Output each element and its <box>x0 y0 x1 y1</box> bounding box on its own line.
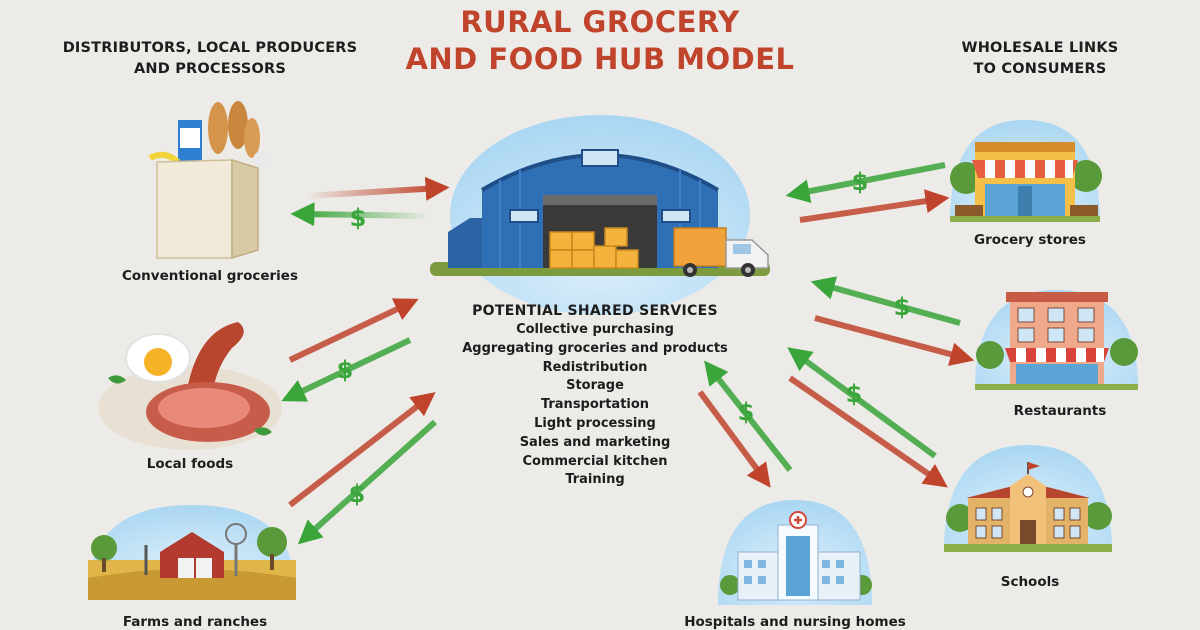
title-line-2: AND FOOD HUB MODEL <box>405 42 795 76</box>
money-arrow <box>281 337 412 402</box>
consumers-heading-line-2: TO CONSUMERS <box>973 61 1107 77</box>
storefront-icon <box>950 120 1102 222</box>
consumer-label-restaurants: Restaurants <box>1013 403 1107 419</box>
service-item: Sales and marketing <box>519 434 671 450</box>
shared-services-list: Collective purchasing Aggregating grocer… <box>420 321 770 490</box>
consumer-label-hospitals-and-nursing-homes: Hospitals and nursing homes <box>684 614 906 630</box>
title-line-1: RURAL GROCERY <box>460 5 740 39</box>
supplier-label-farms-and-ranches: Farms and ranches <box>122 614 268 630</box>
goods-arrow <box>788 375 948 488</box>
goods-arrow <box>304 176 450 201</box>
money-arrow <box>785 162 946 204</box>
service-item: Commercial kitchen <box>522 453 668 469</box>
farm-barn-icon <box>88 505 296 600</box>
dollar-icon: $ <box>738 398 755 426</box>
warehouse-icon <box>430 115 770 315</box>
service-item: Storage <box>566 378 624 394</box>
dollar-icon: $ <box>846 380 863 408</box>
service-item: Light processing <box>534 415 656 431</box>
goods-arrow <box>288 392 436 508</box>
money-symbols: $ $ $ $ $ $ $ <box>337 168 911 508</box>
money-arrow <box>290 202 431 227</box>
service-item: Transportation <box>540 397 650 413</box>
suppliers-heading-line-1: DISTRIBUTORS, LOCAL PRODUCERS <box>62 40 358 56</box>
consumer-label-grocery-stores: Grocery stores <box>974 232 1086 248</box>
dollar-icon: $ <box>894 293 911 321</box>
consumers-heading-line-1: WHOLESALE LINKS <box>961 40 1119 56</box>
supplier-label-local-foods: Local foods <box>146 456 234 472</box>
goods-arrow <box>814 315 975 366</box>
restaurant-icon <box>975 290 1138 390</box>
shared-services-title: POTENTIAL SHARED SERVICES <box>472 303 718 319</box>
hospital-icon <box>718 500 872 605</box>
consumers-heading: WHOLESALE LINKS TO CONSUMERS <box>920 38 1160 80</box>
money-arrow <box>810 276 961 326</box>
service-item: Redistribution <box>542 359 648 375</box>
shared-services-panel: POTENTIAL SHARED SERVICES Collective pur… <box>420 302 770 490</box>
money-arrow <box>704 360 793 472</box>
goods-arrow <box>799 189 950 223</box>
meat-and-egg-icon <box>98 322 282 450</box>
supplier-label-conventional-groceries: Conventional groceries <box>122 268 298 284</box>
goods-arrow <box>697 390 771 488</box>
dollar-icon: $ <box>337 356 354 384</box>
dollar-icon: $ <box>852 168 869 196</box>
goods-arrow <box>288 298 419 363</box>
diagram-title: RURAL GROCERY AND FOOD HUB MODEL <box>300 4 900 78</box>
suppliers-heading-line-2: AND PROCESSORS <box>133 61 287 77</box>
dollar-icon: $ <box>349 480 366 508</box>
delivery-truck-icon <box>673 227 769 277</box>
suppliers-heading: DISTRIBUTORS, LOCAL PRODUCERS AND PROCES… <box>40 38 380 80</box>
service-item: Collective purchasing <box>516 322 674 337</box>
flow-arrows <box>281 162 975 545</box>
dollar-icon: $ <box>350 204 367 232</box>
consumer-label-schools: Schools <box>1000 574 1060 590</box>
service-item: Training <box>565 472 625 488</box>
service-item: Aggregating groceries and products <box>462 340 728 356</box>
grocery-bag-icon <box>148 101 271 260</box>
school-icon <box>944 445 1112 552</box>
money-arrow <box>297 419 437 545</box>
money-arrow <box>787 347 937 459</box>
